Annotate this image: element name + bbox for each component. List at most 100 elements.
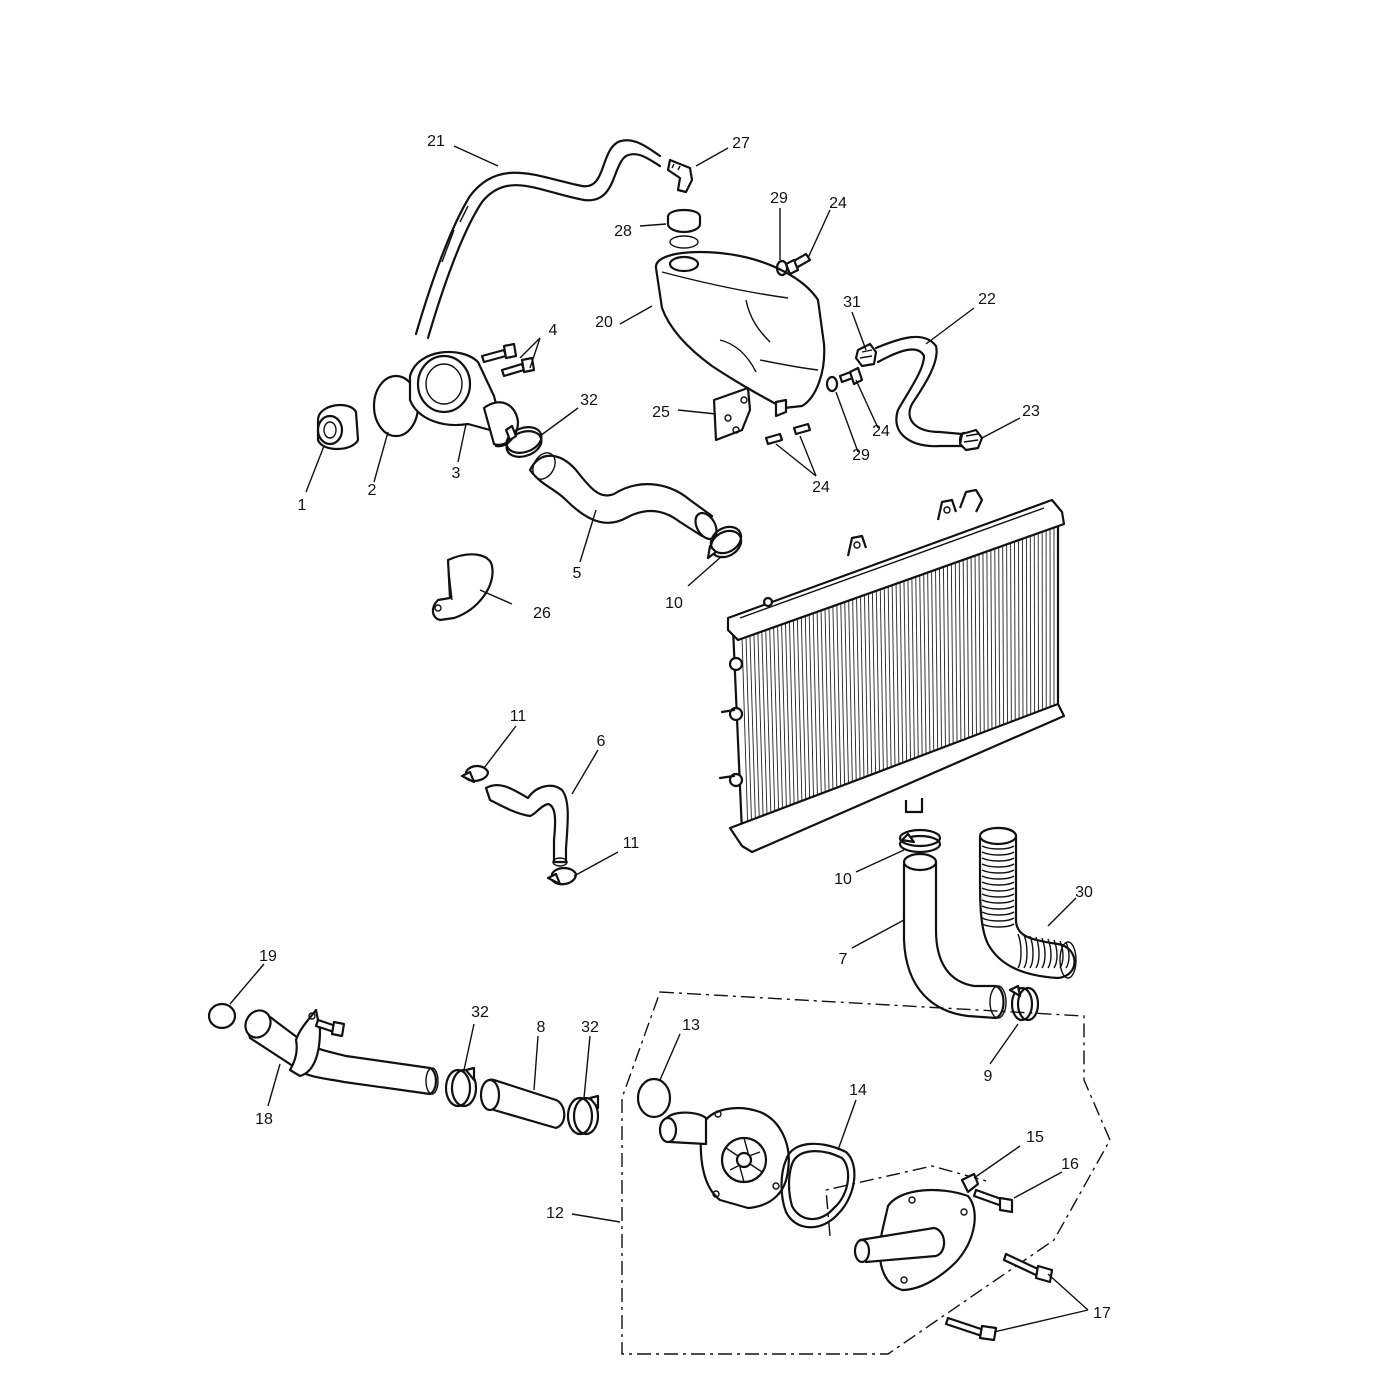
callout-25: 25 [652, 404, 670, 421]
duct-rib [981, 869, 1015, 874]
callout-22: 22 [978, 291, 996, 308]
radiator-fin [903, 577, 908, 774]
callout-16: 16 [1061, 1156, 1079, 1173]
pump-gasket [780, 1142, 856, 1229]
hose-clamp [460, 764, 490, 784]
callout-32-left: 32 [471, 1004, 489, 1021]
duct-rib [1047, 938, 1052, 969]
callout-24-middle: 24 [872, 423, 890, 440]
radiator-fin [867, 590, 873, 788]
callout-4: 4 [549, 322, 558, 339]
callout-10-lower: 10 [834, 871, 852, 888]
hose-clamp [1008, 984, 1040, 1022]
bolt [764, 422, 812, 446]
callout-6: 6 [597, 733, 606, 750]
duct-rib [981, 863, 1015, 868]
callout-labels: 1 2 3 4 5 6 7 8 9 10 10 11 11 12 13 14 1… [255, 133, 1111, 1322]
duct-rib [1065, 941, 1070, 969]
radiator-fin [796, 616, 803, 815]
bolt [838, 366, 864, 386]
radiator-fin [895, 580, 900, 777]
radiator-fin [942, 563, 946, 759]
bolt [972, 1188, 1014, 1214]
radiator-fin [935, 566, 939, 762]
radiator-fin [1021, 535, 1024, 729]
callout-26: 26 [533, 605, 551, 622]
radiator-fin [907, 576, 912, 773]
radiator-fin [753, 631, 761, 832]
radiator-fin [1002, 542, 1005, 736]
radiator-fin [970, 553, 974, 748]
callout-32-upper: 32 [580, 392, 598, 409]
callout-31: 31 [843, 294, 861, 311]
callout-19: 19 [259, 948, 277, 965]
lower-radiator-hose [902, 852, 1007, 1020]
radiator-fin [911, 575, 916, 771]
duct-rib [1041, 937, 1046, 969]
duct-rib [1035, 936, 1040, 969]
radiator-fin [761, 628, 768, 829]
radiator-fin [820, 607, 826, 806]
radiator-fin [792, 617, 799, 817]
radiator-fin [781, 621, 788, 821]
radiator-fin [978, 550, 981, 745]
duct-rib [981, 911, 1015, 916]
upper-radiator-hose [528, 452, 718, 541]
washer [825, 375, 839, 393]
pump-cover [853, 1188, 976, 1292]
radiator-fin [773, 624, 780, 824]
callout-29-lower: 29 [852, 447, 870, 464]
callout-27: 27 [732, 135, 750, 152]
duct-rib [1023, 934, 1028, 969]
hose-clip [854, 342, 878, 368]
radiator-fin [769, 626, 776, 826]
hose-clamp [898, 828, 942, 854]
radiator-fin [923, 570, 927, 767]
water-pump-group-boundary [621, 991, 1111, 1355]
radiator-fin [871, 589, 877, 786]
corrugated-duct [978, 826, 1077, 980]
radiator-fin [946, 562, 950, 758]
callout-23: 23 [1022, 403, 1040, 420]
duct-rib [981, 887, 1015, 892]
radiator-fin [950, 560, 954, 756]
callout-7: 7 [839, 951, 848, 968]
radiator-fin [927, 569, 931, 765]
hose-clamp [444, 1066, 478, 1108]
callout-20: 20 [595, 314, 613, 331]
radiator-fin [777, 623, 784, 823]
elbow-fitting [666, 158, 694, 194]
duct-rib [981, 875, 1015, 880]
radiator-fin [828, 604, 834, 803]
hose-clip [958, 428, 984, 452]
bypass-hose [484, 783, 569, 867]
radiator-fin [844, 599, 850, 797]
duct-rib [981, 881, 1015, 886]
radiator-fin [784, 620, 792, 820]
radiator-fin [1018, 536, 1020, 730]
washer [960, 1172, 980, 1194]
callout-5: 5 [573, 565, 582, 582]
hose-clamp [546, 866, 578, 886]
radiator-fin [875, 587, 881, 785]
radiator-fin [856, 594, 861, 792]
radiator-fin [899, 579, 904, 776]
radiator-fin [765, 627, 772, 827]
callout-28: 28 [614, 223, 632, 240]
washer [775, 259, 789, 277]
radiator-fin [990, 546, 993, 741]
radiator-fin [860, 593, 865, 791]
radiator-fin [788, 618, 795, 818]
hose-clamp [504, 424, 543, 458]
radiator-fin [994, 545, 997, 739]
duct-rib [981, 917, 1015, 922]
callout-10-upper: 10 [665, 595, 683, 612]
radiator-fin [986, 548, 989, 742]
duct-rib [1017, 933, 1022, 969]
callout-32-right: 32 [581, 1019, 599, 1036]
bolt [1002, 1252, 1054, 1284]
duct-rib [981, 851, 1015, 856]
heat-shield [431, 553, 494, 622]
radiator-fin [741, 635, 749, 837]
